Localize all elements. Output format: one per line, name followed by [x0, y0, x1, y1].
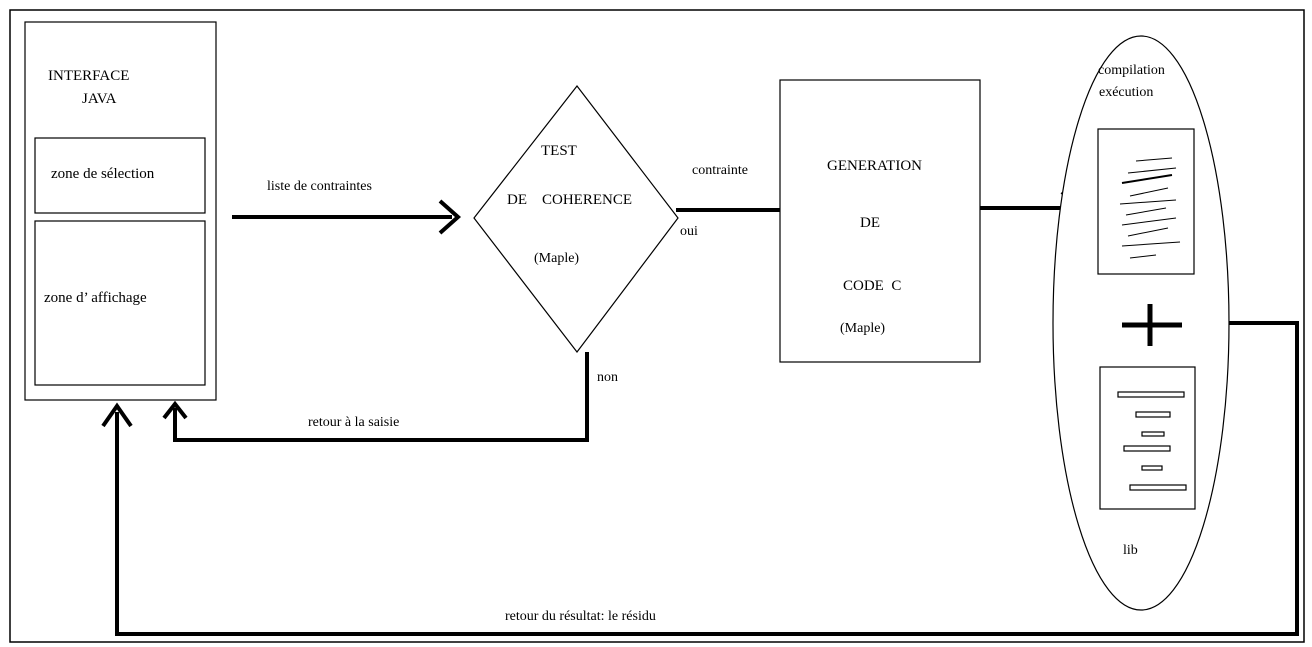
- outer-frame: [9, 9, 1305, 643]
- code-generation-line3: CODE C: [843, 278, 901, 294]
- coherence-test-diamond: [473, 85, 679, 353]
- plus-icon: [1122, 304, 1182, 346]
- code-generation-line4: (Maple): [840, 321, 885, 336]
- constraint-link: contrainte oui: [676, 163, 780, 239]
- display-zone-box: [34, 220, 206, 386]
- yes-label: oui: [680, 224, 698, 239]
- code-generation-box: [779, 79, 981, 363]
- selection-zone-box: [34, 137, 206, 214]
- code-generation-line2: DE: [860, 215, 880, 231]
- library-icon: [1099, 366, 1196, 510]
- library-label: lib: [1123, 543, 1138, 558]
- java-interface-title-2: JAVA: [82, 91, 117, 107]
- back-to-input-arrow: non retour à la saisie: [162, 352, 618, 442]
- code-generation-block: GENERATION DE CODE C (Maple): [779, 79, 981, 363]
- back-to-input-label: retour à la saisie: [308, 415, 399, 430]
- compilation-block: compilation exécution: [1052, 35, 1230, 611]
- constraints-list-arrow: liste de contraintes: [232, 179, 462, 235]
- no-label: non: [597, 370, 618, 385]
- execution-label: exécution: [1099, 85, 1153, 100]
- java-interface-block: INTERFACE JAVA zone de sélection zone d’…: [24, 21, 217, 401]
- constraint-label: contrainte: [692, 163, 748, 178]
- result-return-arrow: retour du résultat: le résidu: [101, 321, 1299, 636]
- code-generation-line1: GENERATION: [827, 158, 922, 174]
- coherence-test-line1: TEST: [541, 143, 577, 159]
- coherence-test-line3: (Maple): [534, 251, 579, 266]
- display-zone-label: zone d’ affichage: [44, 290, 147, 306]
- generated-code-icon: [1097, 128, 1195, 275]
- compilation-label: compilation: [1098, 63, 1165, 78]
- constraints-list-label: liste de contraintes: [267, 179, 372, 194]
- result-return-label: retour du résultat: le résidu: [505, 609, 656, 624]
- coherence-test-block: TEST DE COHERENCE (Maple): [473, 85, 679, 353]
- selection-zone-label: zone de sélection: [51, 166, 155, 182]
- java-interface-title-1: INTERFACE: [48, 68, 129, 84]
- coherence-test-line2: DE COHERENCE: [507, 192, 632, 208]
